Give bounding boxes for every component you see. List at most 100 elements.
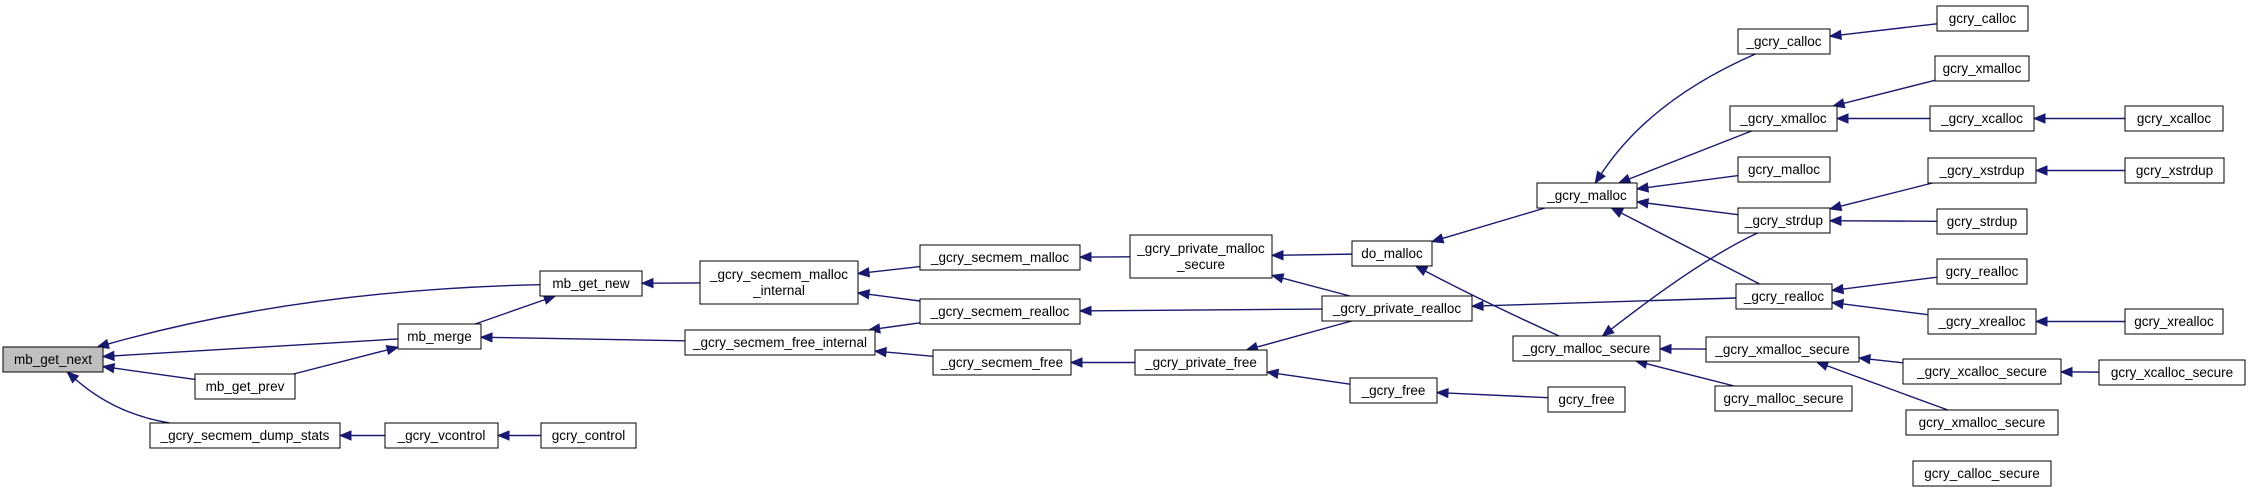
node-box: [1729, 105, 1838, 132]
node-gcry-private-realloc[interactable]: _gcry_private_realloc: [1321, 295, 1473, 322]
edge-gcry-xcalloc-secure-to-gcry-xcalloc-secure: [2059, 366, 2100, 378]
node-label: _gcry_xmalloc_secure: [1714, 342, 1849, 357]
edge-line: [293, 349, 388, 375]
edge-line: [491, 336, 686, 342]
edge-gcry-xrealloc-to-gcry-realloc: [1830, 298, 1929, 316]
node-label: _gcry_malloc_secure: [1522, 341, 1651, 356]
node-gcry-malloc-secure[interactable]: _gcry_malloc_secure: [1512, 335, 1661, 362]
node-gcry-xmalloc[interactable]: _gcry_xmalloc: [1729, 105, 1838, 132]
node-box: [2124, 157, 2225, 184]
edge-gcry-xmalloc-to-gcry-malloc: [1617, 130, 1752, 184]
edge-arrowhead: [1635, 182, 1650, 193]
node-box: [1714, 385, 1853, 412]
edge-arrowhead: [496, 430, 510, 441]
node-label: _internal: [752, 283, 805, 298]
node-gcry-calloc[interactable]: gcry_calloc: [1936, 5, 2029, 32]
edge-arrowhead: [1270, 273, 1285, 284]
node-label: gcry_free: [1558, 392, 1614, 407]
edge-line: [1425, 270, 1560, 337]
node-box: [397, 323, 482, 350]
node-gcry-calloc[interactable]: _gcry_calloc: [1737, 28, 1831, 55]
node-gcry-control[interactable]: gcry_control: [540, 422, 637, 449]
node-do-malloc[interactable]: do_malloc: [1351, 240, 1433, 267]
node-mb-get-prev[interactable]: mb_get_prev: [194, 373, 296, 400]
node-label: _gcry_secmem_free_internal: [692, 335, 867, 350]
node-gcry-secmem-malloc[interactable]: _gcry_secmem_malloc: [919, 244, 1081, 271]
node-label: _gcry_xcalloc_secure: [1916, 364, 2047, 379]
node-gcry-xrealloc[interactable]: _gcry_xrealloc: [1927, 308, 2037, 335]
node-gcry-strdup[interactable]: gcry_strdup: [1936, 208, 2028, 235]
node-label: _gcry_secmem_malloc: [930, 250, 1069, 265]
node-gcry-secmem-free-internal[interactable]: _gcry_secmem_free_internal: [684, 329, 876, 356]
edge-arrowhead: [66, 371, 80, 384]
node-gcry-vcontrol[interactable]: _gcry_vcontrol: [384, 422, 499, 449]
node-gcry-xcalloc[interactable]: _gcry_xcalloc: [1929, 105, 2035, 132]
edge-gcry-calloc-to-gcry-malloc: [1594, 53, 1756, 185]
edge-gcry-malloc-to-gcry-malloc: [1635, 174, 1739, 193]
node-gcry-xmalloc-secure[interactable]: gcry_xmalloc_secure: [1905, 409, 2059, 436]
edge-arrowhead: [1828, 215, 1842, 227]
node-gcry-malloc[interactable]: _gcry_malloc: [1536, 182, 1638, 209]
node-mb-merge[interactable]: mb_merge: [397, 323, 482, 350]
edge-gcry-xstrdup-to-gcry-xstrdup: [2034, 165, 2125, 176]
node-gcry-xcalloc-secure[interactable]: _gcry_xcalloc_secure: [1902, 358, 2062, 385]
node-gcry-strdup[interactable]: _gcry_strdup: [1737, 207, 1831, 234]
edge-gcry-secmem-malloc-to-gcry-secmem-malloc-internal: [856, 265, 921, 278]
node-box: [1321, 295, 1473, 322]
node-gcry-secmem-malloc-internal[interactable]: _gcry_secmem_malloc_internal: [699, 260, 859, 305]
node-gcry-xrealloc[interactable]: gcry_xrealloc: [2124, 308, 2224, 335]
edge-gcry-xmalloc-to-gcry-xmalloc: [1831, 79, 1936, 109]
edge-gcry-strdup-to-gcry-malloc: [1635, 198, 1739, 216]
edge-gcry-private-realloc-to-gcry-secmem-realloc: [1078, 305, 1323, 317]
edge-arrowhead: [2032, 113, 2046, 124]
node-gcry-xcalloc-secure[interactable]: gcry_xcalloc_secure: [2098, 359, 2246, 386]
edge-line: [75, 378, 170, 424]
node-label: gcry_xmalloc: [1943, 61, 2022, 76]
node-label: mb_get_new: [552, 276, 630, 291]
node-gcry-secmem-realloc[interactable]: _gcry_secmem_realloc: [919, 298, 1081, 325]
edge-mb-get-prev-to-mb-merge: [293, 344, 400, 375]
edge-gcry-malloc-secure-to-do-malloc: [1414, 265, 1560, 337]
node-gcry-xcalloc[interactable]: gcry_xcalloc: [2124, 105, 2224, 132]
edge-line: [107, 283, 541, 345]
node-label: mb_get_next: [14, 352, 92, 367]
node-gcry-free[interactable]: gcry_free: [1547, 386, 1626, 413]
edge-mb-merge-to-mb-get-next: [101, 338, 399, 362]
node-gcry-realloc[interactable]: _gcry_realloc: [1735, 283, 1833, 310]
edge-arrowhead: [1078, 251, 1092, 263]
node-gcry-xmalloc[interactable]: gcry_xmalloc: [1934, 55, 2030, 82]
node-box: [1902, 358, 2062, 385]
node-label: _secure: [1176, 257, 1225, 272]
edge-arrowhead: [542, 294, 557, 305]
node-gcry-xstrdup[interactable]: gcry_xstrdup: [2124, 157, 2225, 184]
edge-gcry-realloc-to-gcry-realloc: [1830, 276, 1938, 295]
node-mb-get-next[interactable]: mb_get_next: [2, 346, 104, 373]
node-label: _gcry_xrealloc: [1937, 314, 2025, 329]
edge-arrowhead: [101, 362, 116, 374]
node-box: [1134, 349, 1268, 376]
edge-arrowhead: [1610, 207, 1625, 218]
edge-line: [1842, 303, 1929, 316]
node-gcry-realloc[interactable]: gcry_realloc: [1936, 258, 2028, 285]
edge-gcry-xmalloc-secure-to-gcry-malloc-secure: [1658, 343, 1707, 355]
node-gcry-malloc[interactable]: gcry_malloc: [1737, 156, 1831, 183]
edge-gcry-strdup-to-gcry-malloc-secure: [1601, 232, 1758, 337]
edge-line: [113, 338, 399, 357]
node-gcry-calloc-secure[interactable]: gcry_calloc_secure: [1912, 460, 2052, 487]
node-gcry-private-free[interactable]: _gcry_private_free: [1134, 349, 1268, 376]
edge-gcry-private-malloc-secure-to-gcry-secmem-malloc: [1078, 251, 1131, 263]
edge-line: [1256, 320, 1352, 348]
edge-arrowhead: [479, 332, 493, 343]
node-gcry-xmalloc-secure[interactable]: _gcry_xmalloc_secure: [1705, 336, 1860, 363]
edge-gcry-private-realloc-to-gcry-private-free: [1245, 320, 1352, 353]
node-box: [1936, 5, 2029, 32]
node-mb-get-new[interactable]: mb_get_new: [539, 270, 643, 297]
node-label: gcry_strdup: [1947, 214, 2018, 229]
node-gcry-free[interactable]: _gcry_free: [1349, 377, 1438, 404]
node-gcry-secmem-free[interactable]: _gcry_secmem_free: [932, 349, 1072, 376]
node-gcry-malloc-secure[interactable]: gcry_malloc_secure: [1714, 385, 1853, 412]
node-gcry-secmem-dump-stats[interactable]: _gcry_secmem_dump_stats: [149, 422, 341, 449]
node-gcry-xstrdup[interactable]: _gcry_xstrdup: [1927, 157, 2037, 184]
edge-line: [1610, 232, 1758, 330]
node-gcry-private-malloc-secure[interactable]: _gcry_private_malloc_secure: [1129, 234, 1273, 279]
